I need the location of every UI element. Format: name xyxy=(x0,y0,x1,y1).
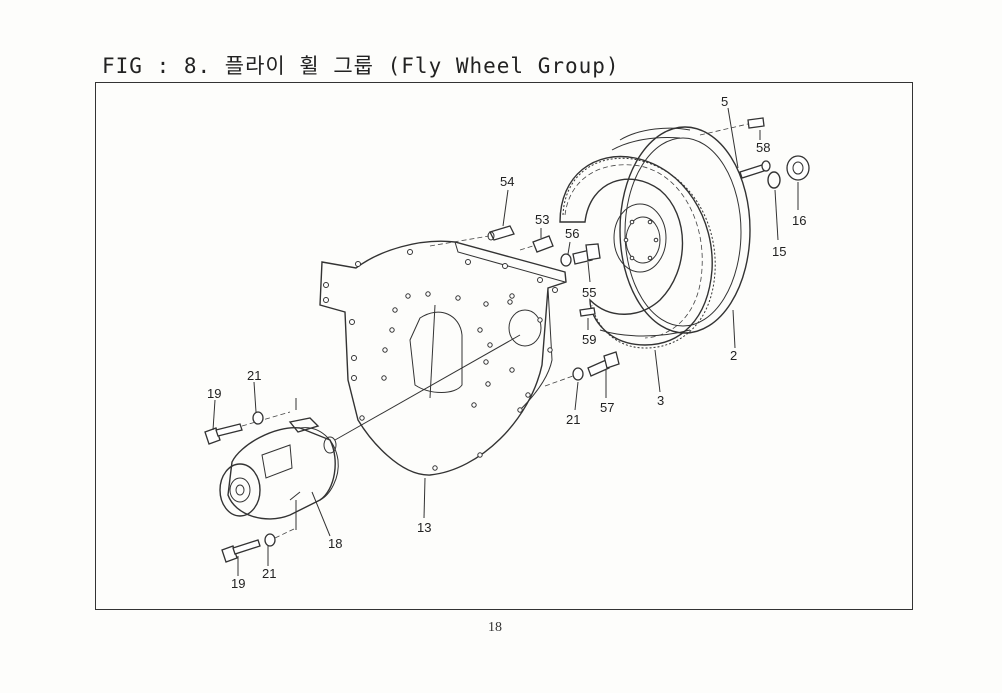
washer-15 xyxy=(767,171,781,189)
callout-13: 13 xyxy=(417,520,431,535)
washer-21-upper xyxy=(252,411,264,425)
starter-motor xyxy=(219,334,521,520)
callout-19-lower: 19 xyxy=(231,576,245,591)
callout-19-upper: 19 xyxy=(207,386,221,401)
pin-58 xyxy=(699,117,765,136)
pin-59 xyxy=(579,307,596,317)
callout-2: 2 xyxy=(730,348,737,363)
dowel-pin-53 xyxy=(519,235,554,253)
diagram-frame xyxy=(95,82,913,610)
callout-54: 54 xyxy=(500,174,514,189)
bolt-19-lower xyxy=(221,539,261,563)
dowel-pin-54 xyxy=(429,225,515,247)
flywheel-housing xyxy=(599,126,751,337)
callout-3: 3 xyxy=(657,393,664,408)
washer-21-middle xyxy=(572,367,584,381)
callout-labels: 5 58 16 15 54 53 56 55 59 2 3 57 21 19 2… xyxy=(207,94,806,591)
flywheel-ring-gear xyxy=(559,155,716,349)
leader-lines xyxy=(212,107,799,576)
callout-5: 5 xyxy=(721,94,728,109)
washer-21-lower xyxy=(264,527,297,547)
callout-21-middle: 21 xyxy=(566,412,580,427)
page-number: 18 xyxy=(488,620,502,635)
callout-56: 56 xyxy=(565,226,579,241)
callout-53: 53 xyxy=(535,212,549,227)
callout-21-upper: 21 xyxy=(247,368,261,383)
flywheel-housing-plate xyxy=(319,240,567,476)
bolt-57 xyxy=(544,351,620,387)
callout-58: 58 xyxy=(756,140,770,155)
callout-18: 18 xyxy=(328,536,342,551)
washer-56 xyxy=(560,253,572,267)
bolt-19-upper xyxy=(204,411,291,445)
bolt-55 xyxy=(572,243,601,265)
callout-57: 57 xyxy=(600,400,614,415)
nut-16 xyxy=(786,155,810,181)
callout-15: 15 xyxy=(772,244,786,259)
callout-59: 59 xyxy=(582,332,596,347)
bolt-5 xyxy=(739,160,771,179)
callout-55: 55 xyxy=(582,285,596,300)
callout-21-lower: 21 xyxy=(262,566,276,581)
figure-title: FIG : 8. 플라이 휠 그룹 (Fly Wheel Group) xyxy=(102,54,620,78)
callout-16: 16 xyxy=(792,213,806,228)
